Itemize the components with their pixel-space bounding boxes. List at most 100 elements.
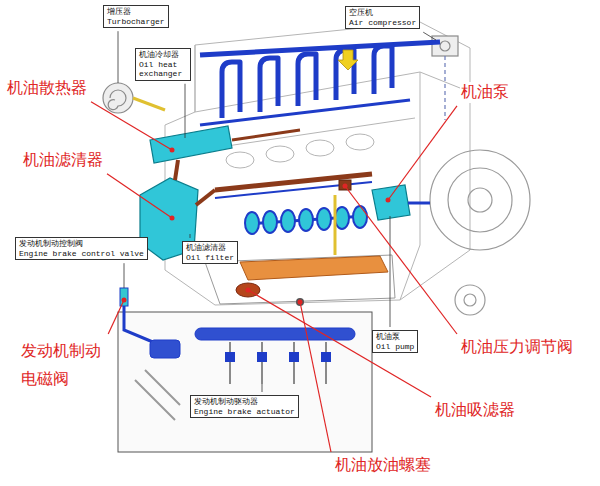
oil-pan-part — [240, 256, 388, 280]
air-compressor-part — [444, 56, 445, 120]
part-name-en: Oil heat exchanger — [139, 60, 187, 79]
callout-leader-line — [108, 300, 124, 334]
turbocharger-part — [103, 83, 133, 113]
part-name-zh: 机油泵 — [376, 332, 414, 342]
engine-outline-part — [346, 134, 374, 150]
oil-pump-part — [408, 202, 430, 205]
pulley-part — [464, 294, 476, 306]
part-name-zh: 空压机 — [349, 8, 416, 18]
oil-cooler-part — [232, 130, 300, 140]
valve-train — [200, 42, 440, 125]
callout-label: 机油散热器 — [6, 78, 88, 99]
part-label-box: 增压器Turbocharger — [103, 5, 169, 28]
callout-label: 机油滤清器 — [22, 150, 104, 171]
box-leader-line — [423, 32, 436, 40]
part-name-en: Engine brake control valve — [19, 249, 144, 259]
turbocharger-part — [108, 90, 126, 110]
engine-brake-inset-part — [225, 352, 235, 362]
oil-filter-part — [196, 190, 215, 205]
callout-dot — [170, 148, 175, 153]
part-label-box: 机油冷却器Oil heat exchanger — [135, 48, 191, 81]
turbocharger-part — [133, 98, 165, 110]
callout-label: 机油放油螺塞 — [334, 455, 432, 476]
pulley-part — [455, 285, 485, 315]
engine-outline-part — [226, 152, 254, 168]
box-leader-line — [262, 384, 263, 392]
part-name-zh: 发动机制动驱动器 — [194, 397, 295, 407]
box-leader-line — [185, 84, 186, 138]
callout-dot — [386, 198, 391, 203]
part-label-box: 机油滤清器Oil filter — [182, 241, 238, 264]
air-compressor-part — [440, 41, 450, 51]
engine-outline-part — [195, 45, 196, 112]
callout-dot — [170, 216, 175, 221]
callout-label: 发动机制动 电磁阀 — [20, 337, 105, 393]
crankshaft-part — [245, 212, 259, 234]
valve-train-part — [298, 54, 316, 106]
engine-brake-inset-part — [321, 352, 331, 362]
engine-brake-inset-part — [230, 342, 326, 384]
callout-dot — [122, 298, 127, 303]
callout-label: 机油压力调节阀 — [460, 337, 574, 358]
engine-outline-part — [266, 146, 294, 162]
oil-pump — [372, 185, 430, 220]
main-oil-gallery — [215, 174, 372, 198]
callout-label: 机油泵 — [460, 82, 510, 103]
callout-leader-line — [248, 290, 431, 397]
engine-brake-inset-part — [257, 352, 267, 362]
turbocharger — [103, 83, 165, 113]
oil-pump-part — [372, 185, 410, 220]
engine-outline — [165, 22, 470, 305]
part-name-zh: 发动机制动控制阀 — [19, 239, 144, 249]
part-name-en: Oil filter — [186, 253, 234, 263]
part-name-en: Oil pump — [376, 342, 414, 352]
engine-brake-inset-part — [289, 352, 299, 362]
box-leader-line — [124, 263, 125, 288]
callout-leader-line — [300, 302, 331, 452]
engine-brake-inset — [118, 288, 372, 452]
crankshaft-part — [335, 207, 349, 229]
yellow-arrow-part — [338, 50, 358, 70]
valve-train-part — [374, 46, 392, 94]
valve-train-part — [200, 100, 410, 125]
box-leader-line — [390, 216, 391, 327]
engine-brake-inset-part — [120, 288, 128, 306]
main-oil-gallery-part — [339, 180, 351, 190]
crankshaft — [245, 206, 367, 234]
air-compressor — [432, 36, 458, 120]
callout-dot — [298, 300, 303, 305]
callout-leader-line — [388, 106, 457, 200]
part-name-zh: 增压器 — [107, 7, 165, 17]
oil-filter-part — [175, 160, 178, 180]
oil-pan-part — [334, 195, 337, 255]
part-label-box: 发动机制动驱动器Engine brake actuator — [190, 395, 299, 418]
part-label-box: 空压机Air compressor — [345, 6, 420, 29]
engine-brake-inset-part — [150, 340, 180, 358]
part-label-box: 机油泵Oil pump — [372, 330, 418, 353]
engine-outline-part — [165, 22, 470, 305]
part-name-en: Turbocharger — [107, 17, 165, 27]
part-name-zh: 机油滤清器 — [186, 243, 234, 253]
part-label-box: 发动机制动控制阀Engine brake control valve — [15, 237, 148, 260]
crankshaft-part — [299, 209, 313, 231]
engine-brake-inset-part — [124, 306, 160, 345]
callout-dot — [246, 288, 251, 293]
valve-train-part — [222, 62, 240, 118]
engine-brake-inset-part — [118, 312, 372, 452]
engine-outline-part — [200, 118, 415, 150]
part-name-zh: 机油冷却器 — [139, 50, 187, 60]
callout-leader-line — [107, 174, 172, 218]
crankshaft-part — [317, 208, 331, 230]
engine-brake-inset-part — [135, 370, 180, 420]
pulley-part — [430, 150, 530, 250]
crankshaft-part — [281, 210, 295, 232]
crankshaft-part — [353, 206, 367, 228]
callout-leader-line — [345, 186, 457, 334]
yellow-arrow — [338, 50, 358, 70]
callout-leader-line — [91, 102, 172, 150]
oil-cooler — [150, 126, 300, 163]
box-leader-line — [118, 31, 119, 83]
engine-outline-part — [195, 72, 470, 112]
callout-dot — [343, 184, 348, 189]
pulley-part — [468, 188, 492, 212]
